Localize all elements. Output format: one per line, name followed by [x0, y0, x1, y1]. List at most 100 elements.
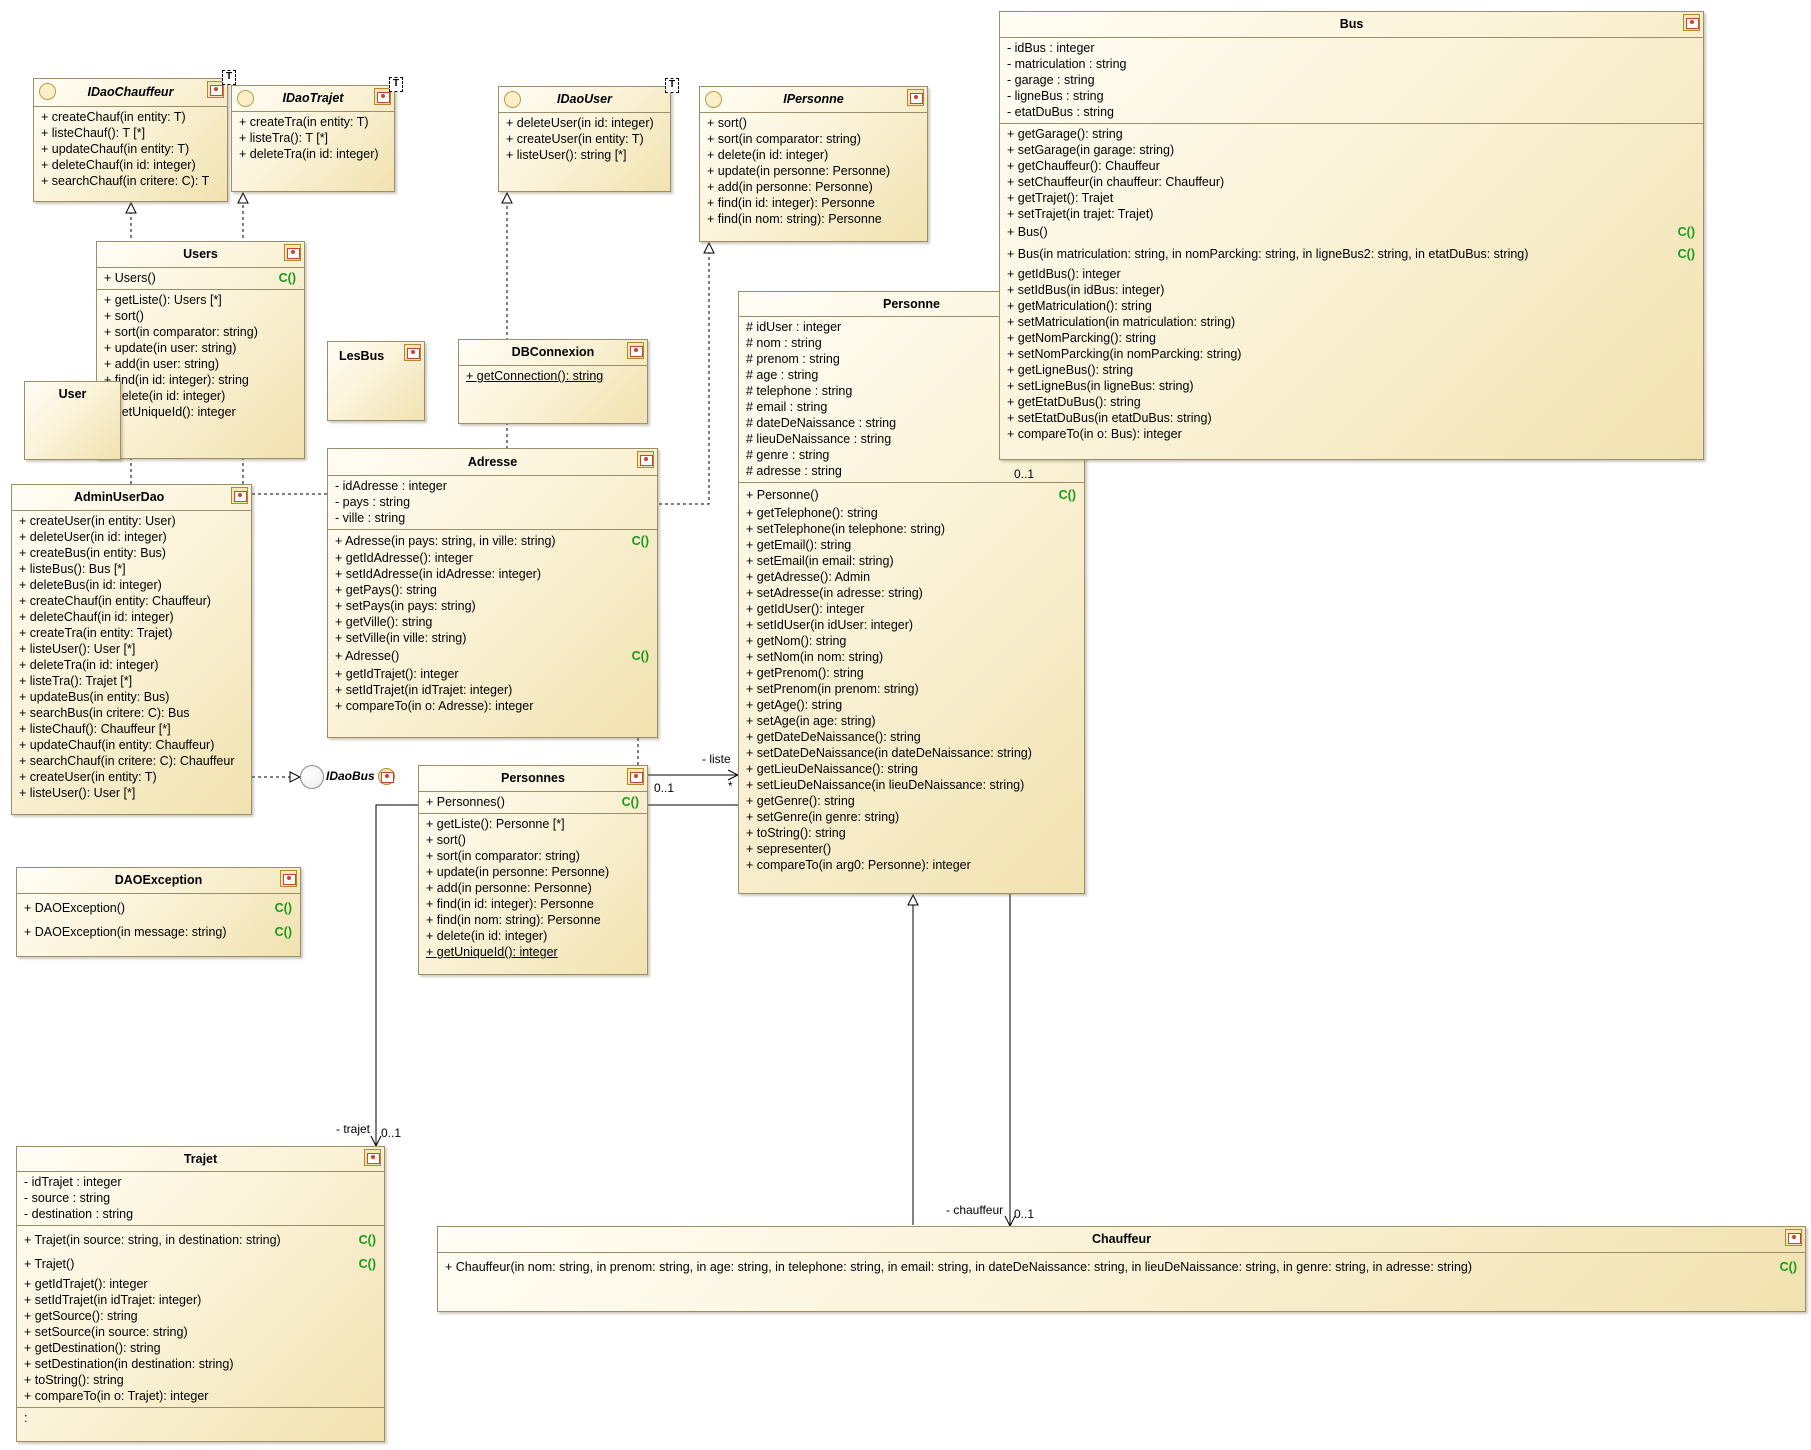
member-row[interactable]: # idUser : integer	[746, 320, 842, 334]
member-row[interactable]: - destination : string	[24, 1207, 134, 1221]
member-row[interactable]: - idAdresse : integer	[335, 479, 447, 493]
member-row[interactable]: + updateBus(in entity: Bus)	[19, 690, 170, 704]
member-row[interactable]: + getAdresse(): Admin	[746, 570, 871, 584]
chauffeur-class[interactable]: Chauffeur + Chauffeur(in nom: string, in…	[437, 1226, 1806, 1312]
member-row[interactable]: + getTrajet(): Trajet	[1007, 191, 1114, 205]
member-row[interactable]: + sort(in comparator: string)	[707, 132, 861, 146]
idaotrajet-interface[interactable]: IDaoTrajet T + createTra(in entity: T)+ …	[231, 77, 403, 192]
member-row[interactable]: + setTelephone(in telephone: string)	[746, 522, 946, 536]
member-row[interactable]: + listeUser(): User [*]	[19, 786, 136, 800]
member-row[interactable]: + compareTo(in o: Adresse): integer	[335, 699, 534, 713]
member-row[interactable]: # lieuDeNaissance : string	[746, 432, 892, 446]
personnes-class[interactable]: Personnes + Personnes()C() + getListe():…	[418, 765, 648, 975]
member-row[interactable]: + update(in user: string)	[104, 341, 237, 355]
member-row[interactable]: + getIdBus(): integer	[1007, 267, 1121, 281]
member-row[interactable]: + setIdUser(in idUser: integer)	[746, 618, 914, 632]
member-row[interactable]: + deleteChauf(in id: integer)	[19, 610, 174, 624]
member-row[interactable]: + setAdresse(in adresse: string)	[746, 586, 923, 600]
member-row[interactable]: + updateChauf(in entity: T)	[41, 142, 190, 156]
member-row[interactable]: + setChauffeur(in chauffeur: Chauffeur)	[1007, 175, 1225, 189]
member-row[interactable]: + getVille(): string	[335, 615, 433, 629]
constructor-row[interactable]: + Chauffeur(in nom: string, in prenom: s…	[438, 1255, 1805, 1279]
member-row[interactable]: + listeChauf(): T [*]	[41, 126, 146, 140]
member-row[interactable]: + getLigneBus(): string	[1007, 363, 1134, 377]
daoexception-class[interactable]: DAOException + DAOException()C()+ DAOExc…	[16, 867, 301, 957]
member-row[interactable]: + delete(in id: integer)	[426, 929, 548, 943]
adminuserdao-class[interactable]: AdminUserDao + createUser(in entity: Use…	[11, 484, 252, 815]
constructor-row[interactable]: + Users()C()	[104, 271, 296, 285]
member-row[interactable]: + add(in personne: Personne)	[426, 881, 592, 895]
member-row[interactable]: + setMatriculation(in matriculation: str…	[1007, 315, 1236, 329]
member-row[interactable]: + getChauffeur(): Chauffeur	[1007, 159, 1160, 173]
dbconnexion-class[interactable]: DBConnexion + getConnection(): string	[458, 339, 648, 424]
constructor-row[interactable]: + Personnes()C()	[426, 795, 639, 809]
member-row[interactable]: + deleteTra(in id: integer)	[19, 658, 159, 672]
member-row[interactable]: + getUniqueId(): integer	[426, 945, 558, 959]
member-row[interactable]: + setEtatDuBus(in etatDuBus: string)	[1007, 411, 1212, 425]
member-row[interactable]: - idBus : integer	[1007, 41, 1095, 55]
member-row[interactable]: + toString(): string	[746, 826, 846, 840]
member-row[interactable]: + find(in nom: string): Personne	[426, 913, 601, 927]
member-row[interactable]: + updateChauf(in entity: Chauffeur)	[19, 738, 215, 752]
member-row[interactable]: + setIdAdresse(in idAdresse: integer)	[335, 567, 542, 581]
constructor-row[interactable]: + Adresse() C()	[328, 646, 657, 666]
member-row[interactable]: + searchBus(in critere: C): Bus	[19, 706, 190, 720]
member-row[interactable]: + find(in nom: string): Personne	[707, 212, 882, 226]
member-row[interactable]: + deleteChauf(in id: integer)	[41, 158, 196, 172]
constructor-row[interactable]: + Bus(in matriculation: string, in nomPa…	[1000, 242, 1703, 266]
member-row[interactable]: + deleteBus(in id: integer)	[19, 578, 162, 592]
member-row[interactable]: + sepresenter()	[746, 842, 832, 856]
bus-class[interactable]: Bus - idBus : integer- matriculation : s…	[999, 11, 1704, 460]
member-row[interactable]: + setIdTrajet(in idTrajet: integer)	[335, 683, 513, 697]
constructor-row[interactable]: + Personne()C()	[739, 485, 1084, 505]
member-row[interactable]: + getLieuDeNaissance(): string	[746, 762, 918, 776]
member-row[interactable]: - source : string	[24, 1191, 111, 1205]
member-row[interactable]: + getEmail(): string	[746, 538, 852, 552]
member-row[interactable]: + setNom(in nom: string)	[746, 650, 884, 664]
member-row[interactable]: + update(in personne: Personne)	[426, 865, 610, 879]
member-row[interactable]: + find(in id: integer): Personne	[426, 897, 594, 911]
member-row[interactable]: # age : string	[746, 368, 819, 382]
idaouser-interface[interactable]: IDaoUser T + deleteUser(in id: integer)+…	[498, 78, 679, 192]
member-row[interactable]: + createTra(in entity: Trajet)	[19, 626, 173, 640]
trajet-class[interactable]: Trajet - idTrajet : integer- source : st…	[16, 1146, 385, 1442]
member-row[interactable]: + createChauf(in entity: T)	[41, 110, 186, 124]
member-row[interactable]: + listeChauf(): Chauffeur [*]	[19, 722, 171, 736]
member-row[interactable]: - matriculation : string	[1007, 57, 1127, 71]
member-row[interactable]: + setIdTrajet(in idTrajet: integer)	[24, 1293, 202, 1307]
member-row[interactable]: - ligneBus : string	[1007, 89, 1104, 103]
member-row[interactable]: + sort()	[707, 116, 747, 130]
member-row[interactable]: + getListe(): Users [*]	[104, 293, 222, 307]
member-row[interactable]: - idTrajet : integer	[24, 1175, 122, 1189]
member-row[interactable]: + searchChauf(in critere: C): T	[41, 174, 210, 188]
member-row[interactable]: + getListe(): Personne [*]	[426, 817, 565, 831]
member-row[interactable]: + setGenre(in genre: string)	[746, 810, 900, 824]
users-class[interactable]: Users + Users()C() + getListe(): Users […	[96, 241, 305, 459]
member-row[interactable]: + delete(in id: integer)	[104, 389, 226, 403]
member-row[interactable]: + setPays(in pays: string)	[335, 599, 476, 613]
constructor-row[interactable]: + DAOException(in message: string)C()	[17, 920, 300, 944]
member-row[interactable]: + createTra(in entity: T)	[239, 115, 369, 129]
member-row[interactable]: + createUser(in entity: T)	[506, 132, 644, 146]
member-row[interactable]: + getNomParcking(): string	[1007, 331, 1157, 345]
member-row[interactable]: + deleteTra(in id: integer)	[239, 147, 379, 161]
member-row[interactable]: + sort(in comparator: string)	[104, 325, 258, 339]
member-row[interactable]: + setEmail(in email: string)	[746, 554, 894, 568]
idaobus-interface-lollipop[interactable]	[300, 765, 324, 789]
member-row[interactable]: - ville : string	[335, 511, 406, 525]
member-row[interactable]: + getMatriculation(): string	[1007, 299, 1152, 313]
member-row[interactable]: + delete(in id: integer)	[707, 148, 829, 162]
member-row[interactable]: + getPays(): string	[335, 583, 437, 597]
member-row[interactable]: + listeTra(): T [*]	[239, 131, 329, 145]
member-row[interactable]: + setDestination(in destination: string)	[24, 1357, 234, 1371]
member-row[interactable]: + find(in id: integer): Personne	[707, 196, 875, 210]
member-row[interactable]: + createChauf(in entity: Chauffeur)	[19, 594, 211, 608]
member-row[interactable]: # genre : string	[746, 448, 830, 462]
member-row[interactable]: + getGarage(): string	[1007, 127, 1123, 141]
member-row[interactable]: + deleteUser(in id: integer)	[506, 116, 654, 130]
member-row[interactable]: + getPrenom(): string	[746, 666, 864, 680]
member-row[interactable]: + listeUser(): User [*]	[19, 642, 136, 656]
member-row[interactable]: + listeUser(): string [*]	[506, 148, 627, 162]
member-row[interactable]: - garage : string	[1007, 73, 1095, 87]
member-row[interactable]: + getConnection(): string	[466, 369, 604, 383]
